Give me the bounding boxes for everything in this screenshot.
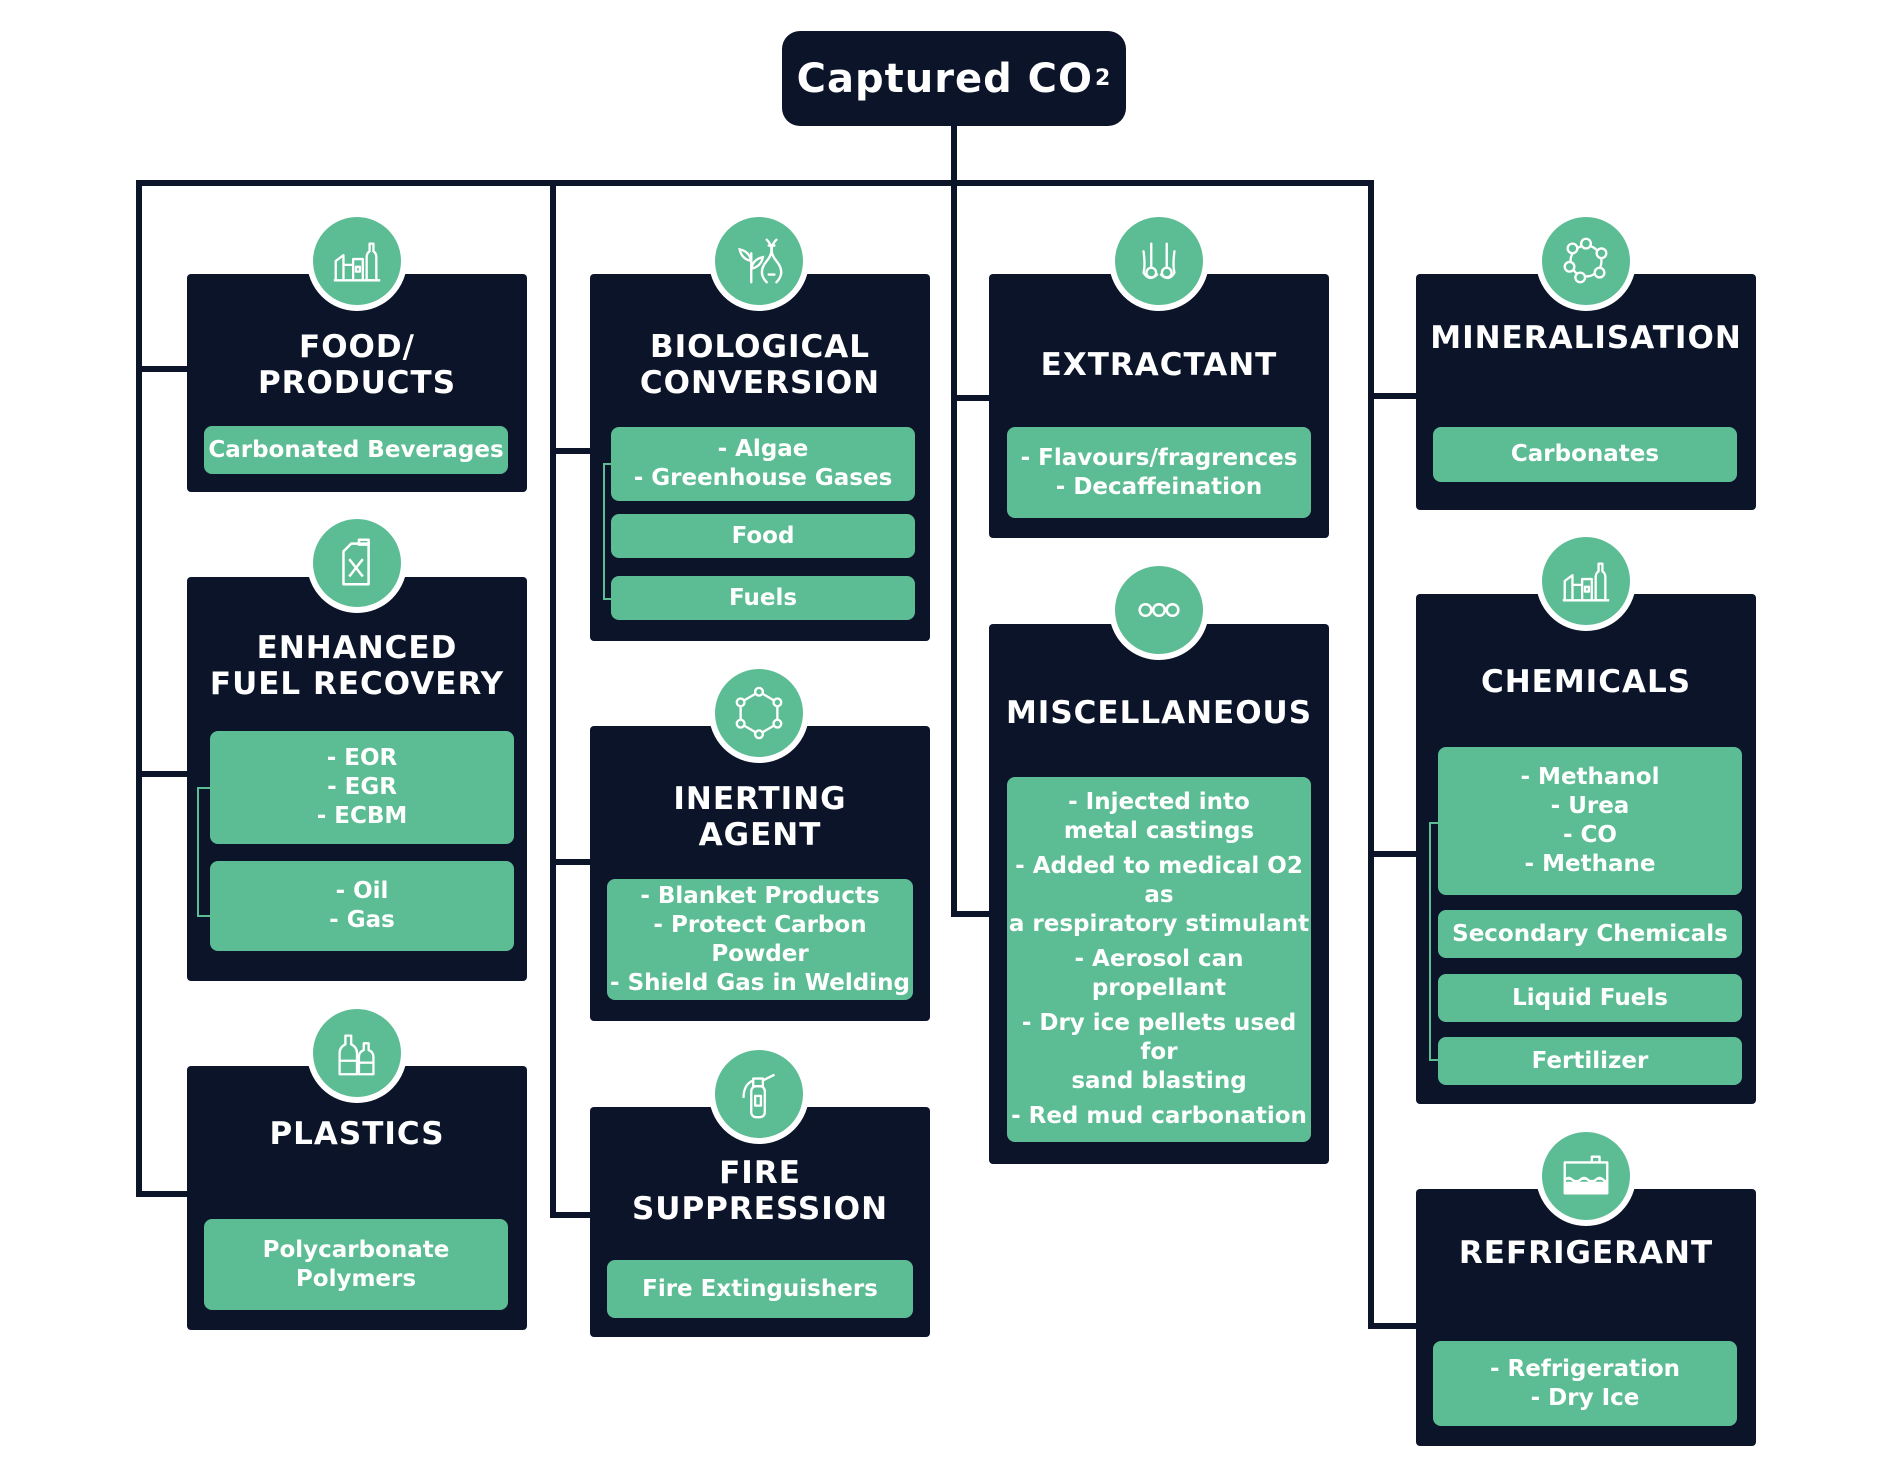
- card-title-food-products: FOOD/ PRODUCTS: [257, 329, 457, 401]
- card-title-inerting: INERTING AGENT: [673, 781, 847, 853]
- misc-item-metal-castings: - Injected into metal castings: [1063, 789, 1255, 844]
- card-inerting-agent: INERTING AGENT - Blanket Products - Prot…: [590, 726, 930, 1021]
- factory-icon: [1536, 531, 1636, 631]
- card-miscellaneous: MISCELLANEOUS - Injected into metal cast…: [989, 624, 1329, 1164]
- card-biological-conversion: BIOLOGICAL CONVERSION - Algae - Greenhou…: [590, 274, 930, 641]
- molecule-ring-icon: [709, 663, 809, 763]
- card-title-plastics: PLASTICS: [269, 1116, 445, 1152]
- mineral-ring-icon: [1536, 211, 1636, 311]
- pill-algae-greenhouse: - Algae - Greenhouse Gases: [611, 427, 915, 501]
- pill-food: Food: [611, 514, 915, 558]
- card-title-chemicals: CHEMICALS: [1480, 664, 1692, 700]
- card-title-refrigerant: REFRIGERANT: [1458, 1235, 1714, 1271]
- pill-fertilizer: Fertilizer: [1438, 1037, 1742, 1085]
- card-title-extractant: EXTRACTANT: [1040, 347, 1278, 383]
- pill-secondary-chemicals: Secondary Chemicals: [1438, 910, 1742, 958]
- pill-liquid-fuels: Liquid Fuels: [1438, 974, 1742, 1022]
- root-label: Captured CO: [796, 55, 1094, 102]
- card-plastics: PLASTICS Polycarbonate Polymers: [187, 1066, 527, 1330]
- misc-item-red-mud: - Red mud carbonation: [1011, 1103, 1307, 1129]
- pill-carbonates: Carbonates: [1433, 427, 1737, 482]
- card-chemicals: CHEMICALS - Methanol - Urea - CO - Metha…: [1416, 594, 1756, 1104]
- card-title-mineral: MINERALISATION: [1430, 320, 1742, 356]
- card-enhanced-fuel-recovery: ENHANCED FUEL RECOVERY - EOR - EGR - ECB…: [187, 577, 527, 981]
- fuel-can-icon: [307, 513, 407, 613]
- card-title-fire: FIRE SUPPRESSION: [631, 1155, 889, 1227]
- pill-misc-list: - Injected into metal castings - Added t…: [1007, 777, 1311, 1142]
- card-title-bio: BIOLOGICAL CONVERSION: [639, 329, 881, 401]
- pill-oil-gas: - Oil - Gas: [210, 861, 514, 951]
- card-refrigerant: REFRIGERANT - Refrigeration - Dry Ice: [1416, 1189, 1756, 1446]
- misc-item-medical-o2: - Added to medical O2 as a respiratory s…: [1008, 853, 1310, 937]
- pill-polycarbonate-polymers: Polycarbonate Polymers: [204, 1219, 508, 1310]
- pill-carbonated-beverages: Carbonated Beverages: [204, 426, 508, 474]
- pill-blanket-protect-shield: - Blanket Products - Protect Carbon Powd…: [607, 879, 913, 1000]
- plant-dna-icon: [709, 211, 809, 311]
- card-fire-suppression: FIRE SUPPRESSION Fire Extinguishers: [590, 1107, 930, 1337]
- pill-refrigeration-dry-ice: - Refrigeration - Dry Ice: [1433, 1341, 1737, 1426]
- extraction-icon: [1109, 211, 1209, 311]
- pill-flavours-decaffeination: - Flavours/fragrences - Decaffeination: [1007, 427, 1311, 518]
- refrigeration-tank-icon: [1536, 1126, 1636, 1226]
- three-dots-icon: [1109, 560, 1209, 660]
- root-subscript: 2: [1095, 66, 1112, 91]
- food-products-icon: [307, 211, 407, 311]
- card-title-misc: MISCELLANEOUS: [1005, 695, 1313, 731]
- pill-fuels: Fuels: [611, 576, 915, 620]
- card-title-efr: ENHANCED FUEL RECOVERY: [209, 630, 505, 702]
- pill-methanol-urea-co-methane: - Methanol - Urea - CO - Methane: [1438, 747, 1742, 895]
- pill-eor-egr-ecbm: - EOR - EGR - ECBM: [210, 731, 514, 844]
- fire-extinguisher-icon: [709, 1044, 809, 1144]
- pill-fire-extinguishers: Fire Extinguishers: [607, 1260, 913, 1318]
- card-extractant: EXTRACTANT - Flavours/fragrences - Decaf…: [989, 274, 1329, 538]
- plastic-bottles-icon: [307, 1003, 407, 1103]
- misc-item-aerosol: - Aerosol can propellant: [1074, 946, 1244, 1001]
- card-mineralisation: MINERALISATION Carbonates: [1416, 274, 1756, 510]
- misc-item-dry-ice-pellets: - Dry ice pellets used for sand blasting: [1021, 1010, 1297, 1094]
